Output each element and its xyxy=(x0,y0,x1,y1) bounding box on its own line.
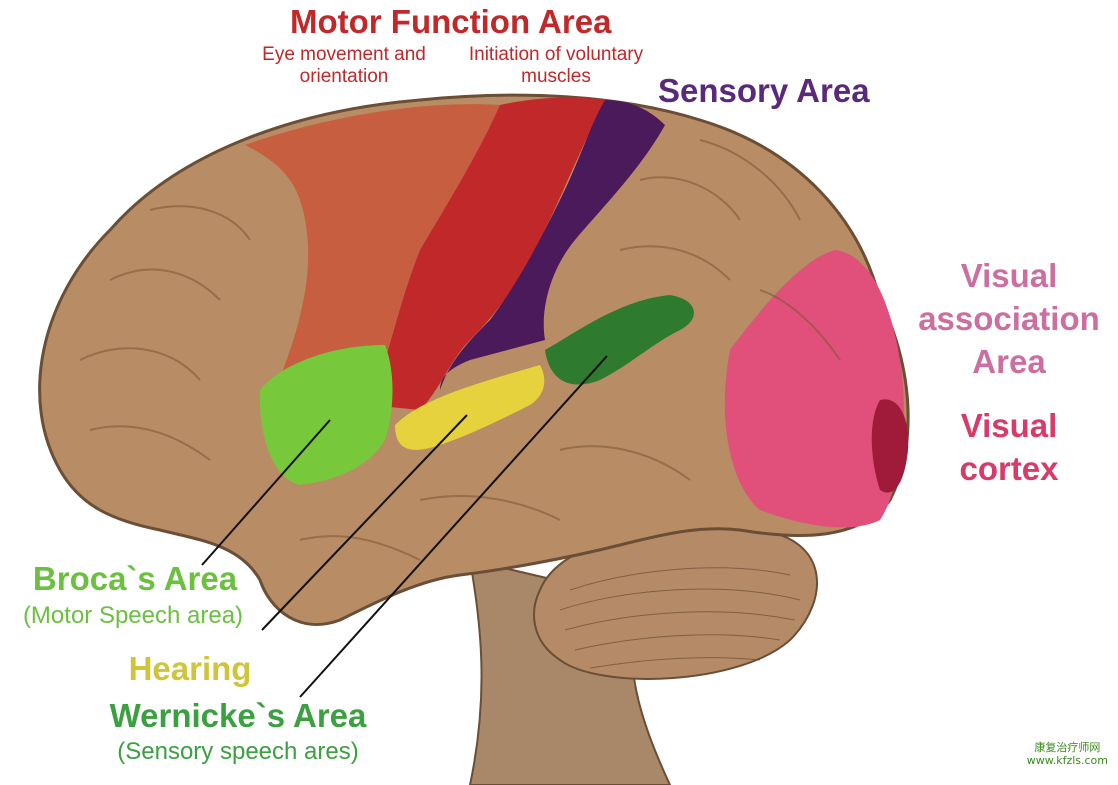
wernicke-title: Wernicke`s Area xyxy=(109,697,367,734)
pointer-lines xyxy=(201,355,608,698)
voluntary-label: Initiation of voluntary muscles xyxy=(458,44,654,88)
motor-voluntary-region xyxy=(370,97,605,410)
visual-association-line1: Visual xyxy=(960,257,1058,294)
visual-cortex-region xyxy=(871,399,909,493)
cortex-folds xyxy=(79,139,841,561)
sensory-region xyxy=(440,100,665,390)
broca-region xyxy=(259,345,393,485)
cerebellum-folds xyxy=(559,567,801,669)
watermark-line1: 康复治疗师网 xyxy=(1034,740,1101,754)
wernicke-pointer xyxy=(299,355,608,698)
motor-eye-region xyxy=(245,104,500,401)
voluntary-line1: Initiation of voluntary xyxy=(468,44,644,65)
visual-cortex-label: Visual cortex xyxy=(945,405,1073,491)
broca-title: Broca`s Area xyxy=(32,560,238,597)
visual-association-label: Visual association Area xyxy=(905,255,1113,384)
hearing-pointer xyxy=(261,414,468,631)
eye-movement-line2: orientation xyxy=(299,65,389,87)
watermark-line2: www.kfzls.com xyxy=(1026,753,1108,767)
visual-association-line2: association xyxy=(918,299,1100,337)
hearing-label: Hearing xyxy=(128,650,252,687)
eye-movement-label: Eye movement and orientation xyxy=(258,44,430,88)
sensory-area-label: Sensory Area xyxy=(658,72,870,109)
broca-pointer xyxy=(201,419,331,566)
visual-cortex-line1: Visual xyxy=(960,407,1058,444)
hearing-region xyxy=(395,365,545,450)
motor-function-title: Motor Function Area xyxy=(290,3,612,40)
eye-movement-line1: Eye movement and xyxy=(262,44,426,65)
voluntary-line2: muscles xyxy=(521,65,591,87)
wernicke-region xyxy=(545,295,694,385)
visual-cortex-line2: cortex xyxy=(959,449,1059,487)
visual-association-region xyxy=(724,250,904,528)
visual-association-line3: Area xyxy=(972,342,1046,380)
watermark: 康复治疗师网 www.kfzls.com xyxy=(1027,741,1108,767)
wernicke-subtitle: (Sensory speech ares) xyxy=(117,738,359,765)
broca-subtitle: (Motor Speech area) xyxy=(22,602,244,629)
